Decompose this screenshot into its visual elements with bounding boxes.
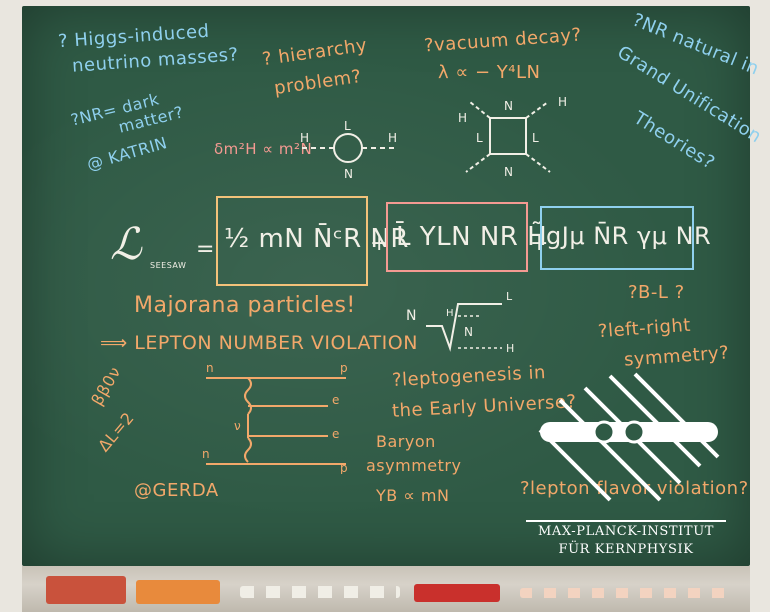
gauge-term-box: gJμ N̄R γμ NR	[540, 206, 711, 270]
svg-text:L: L	[344, 119, 351, 133]
svg-text:ν: ν	[234, 419, 241, 433]
yukawa-term: L̄ YLN NR H̃	[396, 222, 548, 252]
b-minus-l-note: ?B-L ?	[628, 282, 685, 303]
chalk-box	[414, 584, 500, 602]
eraser-red	[46, 576, 126, 604]
majorana-note: Majorana particles!	[134, 293, 356, 318]
vacuum-note-line2: λ ∝ − Y⁴LN	[438, 62, 541, 83]
svg-text:N: N	[464, 325, 473, 339]
svg-text:N: N	[344, 167, 353, 181]
box-diagram: N N L L H H	[458, 95, 567, 179]
gauge-term: gJμ N̄R γμ NR	[546, 222, 712, 250]
svg-text:H: H	[300, 131, 309, 145]
svg-text:n: n	[202, 447, 210, 461]
chalk-pieces-right	[520, 588, 730, 598]
plus-sign-1: +	[370, 231, 389, 256]
yukawa-term-box: L̄ YLN NR H̃	[386, 202, 547, 272]
eraser-orange	[136, 580, 220, 604]
svg-text:e: e	[332, 427, 339, 441]
svg-text:L: L	[476, 131, 483, 145]
svg-text:N: N	[504, 165, 513, 179]
lagrangian-equals: =	[196, 237, 215, 262]
double-beta-diagram: n p n p e e ν	[202, 361, 348, 474]
svg-text:H: H	[558, 95, 567, 109]
hierarchy-equation: δm²H ∝ m²N	[214, 140, 313, 158]
svg-text:N: N	[504, 99, 513, 113]
majorana-mass-term-box: ½ mN N̄ᶜR NR	[216, 196, 408, 286]
logo-divider	[526, 520, 726, 522]
lagrangian-lhs: ℒ	[110, 219, 143, 270]
chalkboard	[22, 6, 750, 566]
majorana-mass-term: ½ mN N̄ᶜR NR	[224, 224, 409, 254]
gerda-note: @GERDA	[134, 480, 219, 501]
svg-text:H: H	[446, 308, 454, 319]
plus-sign-2: +	[530, 231, 549, 256]
chalk-pieces	[240, 586, 400, 598]
svg-text:p: p	[340, 461, 348, 474]
svg-text:L: L	[532, 131, 539, 145]
svg-text:L: L	[506, 290, 513, 303]
baryon-note-line2: asymmetry	[366, 456, 462, 475]
baryon-note-line1: Baryon	[376, 432, 436, 451]
svg-text:n: n	[206, 361, 214, 375]
svg-text:p: p	[340, 361, 348, 375]
lnv-note: ⟹ LEPTON NUMBER VIOLATION	[100, 332, 418, 354]
svg-text:H: H	[458, 111, 467, 125]
svg-text:N: N	[406, 308, 416, 324]
baryon-note-line3: YB ∝ mN	[376, 486, 450, 505]
lagrangian-subscript: SEESAW	[150, 261, 187, 270]
lepton-flavor-violation-note: ?lepton flavor violation?	[520, 478, 749, 499]
svg-text:H: H	[388, 131, 397, 145]
logo-line-2: FÜR KERNPHYSIK	[558, 542, 694, 557]
mass-matrix-sketch: N L N H H	[406, 290, 514, 355]
svg-text:e: e	[332, 393, 339, 407]
higgs-loop-diagram: H H L N	[300, 119, 397, 181]
logo-line-1: MAX-PLANCK-INSTITUT	[537, 524, 715, 539]
svg-text:H: H	[506, 342, 514, 355]
mpik-logo-graphic	[538, 372, 720, 502]
